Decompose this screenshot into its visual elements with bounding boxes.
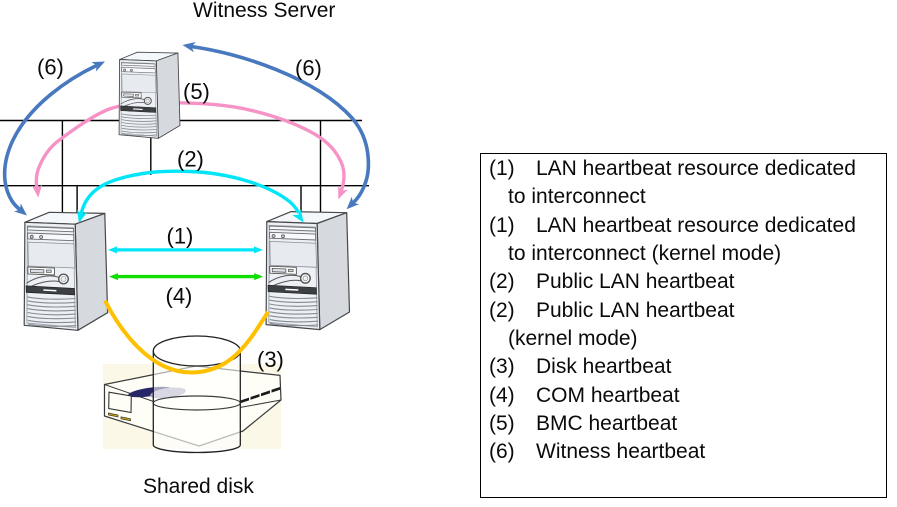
svg-text:(1): (1) bbox=[167, 224, 194, 249]
svg-text:(4): (4) bbox=[166, 284, 193, 309]
svg-text:(6): (6) bbox=[295, 56, 322, 81]
svg-text:(5): (5) bbox=[183, 79, 210, 104]
svg-text:(2): (2) bbox=[177, 147, 204, 172]
svg-text:(6): (6) bbox=[37, 55, 64, 80]
svg-text:(3): (3) bbox=[257, 347, 284, 372]
svg-text:Witness Server: Witness Server bbox=[193, 0, 335, 22]
svg-text:Shared disk: Shared disk bbox=[143, 475, 254, 498]
